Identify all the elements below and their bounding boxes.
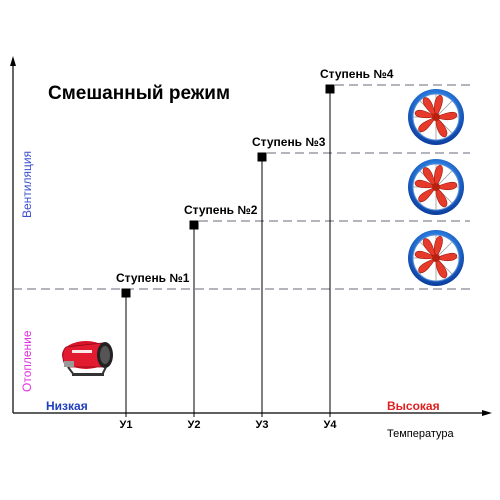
high-temperature-label: Высокая [387,399,440,413]
ventilation-axis-label: Вентиляция [20,151,34,218]
diagram-title: Смешанный режим [48,83,230,104]
y-axis-arrow [10,56,16,66]
x-axis-title: Температура [387,428,455,440]
tick-2-label: У2 [188,419,201,431]
tick-4-label: У4 [324,419,338,431]
step-4-marker [325,84,335,94]
low-temperature-label: Низкая [46,399,88,413]
step-4: Ступень №4 У4 [320,67,470,431]
step-1-label: Ступень №1 [116,271,190,285]
step-2-marker [189,220,199,230]
step-1: Ступень №1 У1 [116,271,190,431]
axial-fan-icon [407,158,465,216]
x-axis-arrow [482,410,492,416]
step-2-label: Ступень №2 [184,203,258,217]
step-2: Ступень №2 У2 [184,203,470,431]
heating-axis-label: Отопление [20,330,34,392]
axial-fan-icon [407,229,465,287]
tick-1-label: У1 [120,419,133,431]
tick-3-label: У3 [256,419,269,431]
step-3: Ступень №3 У3 [252,135,470,431]
axial-fan-icon [407,88,465,146]
heat-gun-icon [62,341,113,376]
step-3-marker [257,152,267,162]
step-4-label: Ступень №4 [320,67,394,81]
step-1-marker [121,288,131,298]
step-3-label: Ступень №3 [252,135,326,149]
